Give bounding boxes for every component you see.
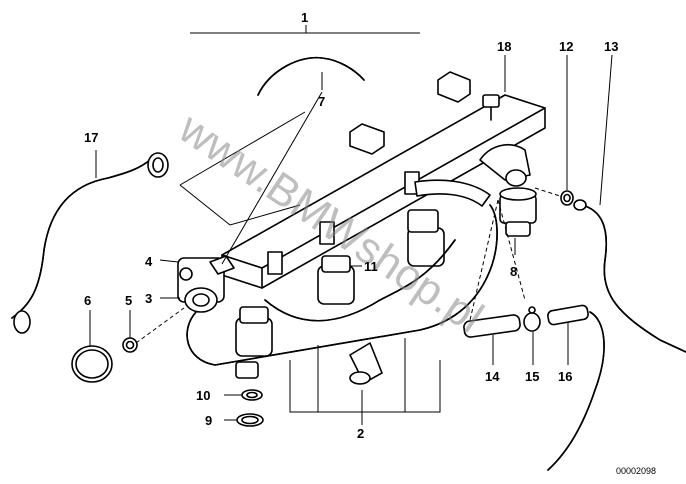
callout-18: 18 <box>497 39 511 54</box>
callout-13: 13 <box>604 39 618 54</box>
callout-1: 1 <box>301 10 308 25</box>
callout-10: 10 <box>196 388 210 403</box>
callout-8: 8 <box>510 264 517 279</box>
callout-17: 17 <box>84 130 98 145</box>
washer-part-9 <box>236 413 264 427</box>
hose-part-7 <box>257 56 365 96</box>
o-ring-part-12 <box>560 190 574 206</box>
callout-4: 4 <box>145 254 153 269</box>
injector-group <box>235 209 445 357</box>
fuel-line-part-13 <box>573 199 686 353</box>
hoses-part-2 <box>186 204 498 385</box>
callout-16: 16 <box>558 369 572 384</box>
callout-11: 11 <box>364 259 378 274</box>
clamp-part-15 <box>523 306 541 332</box>
seal-part-5 <box>122 337 138 353</box>
callout-15: 15 <box>525 369 539 384</box>
callout-7: 7 <box>318 94 325 109</box>
callout-2: 2 <box>357 426 364 441</box>
hose-part-17 <box>11 152 169 334</box>
callout-9: 9 <box>205 413 212 428</box>
regulator-part-8 <box>499 187 537 237</box>
connector-part-16 <box>547 304 605 471</box>
leader-lines <box>89 25 613 425</box>
callout-6: 6 <box>84 293 91 308</box>
o-ring-part-6 <box>71 345 113 383</box>
callout-14: 14 <box>485 369 500 384</box>
callout-3: 3 <box>145 291 152 306</box>
fuel-rail-part-18 <box>221 71 546 289</box>
callout-12: 12 <box>559 39 573 54</box>
reference-code: 00002098 <box>616 466 656 476</box>
callout-5: 5 <box>125 293 132 308</box>
fitting-part-3 <box>177 255 235 313</box>
hose-part-14 <box>463 314 521 338</box>
washer-part-10 <box>241 389 263 401</box>
